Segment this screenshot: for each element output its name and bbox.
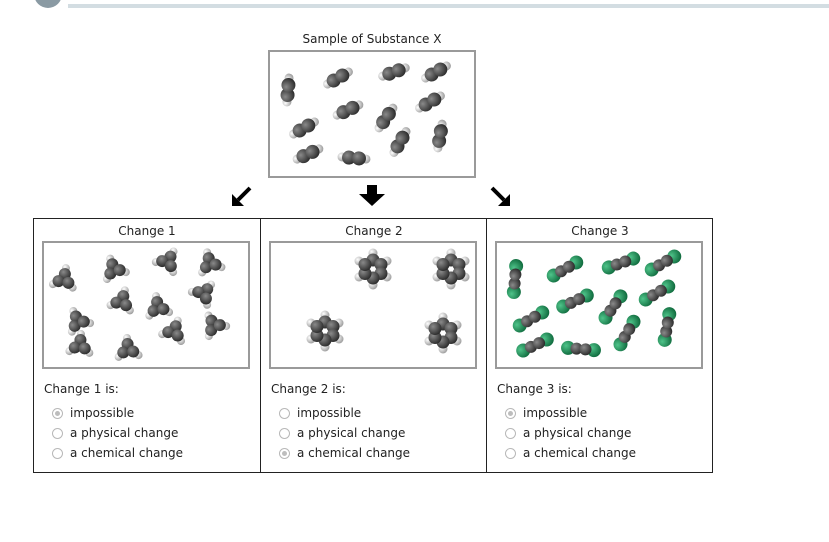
radio-icon[interactable] — [505, 447, 516, 459]
benzene-molecules — [306, 248, 470, 354]
sample-box — [268, 50, 476, 178]
sample-title: Sample of Substance X — [302, 32, 442, 46]
change-2-box — [269, 241, 477, 369]
change-1-box — [42, 241, 250, 369]
change-3-title: Change 3 — [571, 224, 629, 238]
change-3-option-physical[interactable]: a physical change — [505, 426, 631, 440]
radio-icon[interactable] — [279, 407, 290, 419]
change-2-title: Change 2 — [345, 224, 403, 238]
change-1-option-impossible[interactable]: impossible — [52, 406, 134, 420]
cyclic-trimer-molecules — [48, 247, 231, 361]
changes-panel: Change 1 — [33, 218, 713, 473]
change-2-question: Change 2 is: — [271, 382, 346, 396]
acetylene-molecules — [280, 61, 451, 166]
arrow-down-right-icon — [490, 186, 510, 206]
change-3-question: Change 3 is: — [497, 382, 572, 396]
change-1-panel: Change 1 — [34, 219, 260, 472]
arrow-down-left-icon — [232, 186, 252, 206]
arrow-down-icon — [359, 185, 385, 206]
dichloroacetylene-molecules — [506, 249, 682, 358]
change-1-option-physical[interactable]: a physical change — [52, 426, 178, 440]
change-2-option-impossible[interactable]: impossible — [279, 406, 361, 420]
change-1-option-chemical[interactable]: a chemical change — [52, 446, 183, 460]
progress-bar — [68, 4, 829, 8]
change-2-option-chemical[interactable]: a chemical change — [279, 446, 410, 460]
radio-icon[interactable] — [279, 427, 290, 439]
change-2-option-physical[interactable]: a physical change — [279, 426, 405, 440]
change-3-box — [495, 241, 703, 369]
change-3-option-chemical[interactable]: a chemical change — [505, 446, 636, 460]
radio-icon[interactable] — [279, 447, 290, 459]
change-2-panel: Change 2 Change 2 is: impossible a physi… — [260, 219, 487, 472]
change-3-option-impossible[interactable]: impossible — [505, 406, 587, 420]
radio-icon[interactable] — [52, 427, 63, 439]
change-1-question: Change 1 is: — [44, 382, 119, 396]
radio-icon[interactable] — [505, 427, 516, 439]
radio-icon[interactable] — [52, 407, 63, 419]
radio-icon[interactable] — [52, 447, 63, 459]
change-1-title: Change 1 — [118, 224, 176, 238]
radio-icon[interactable] — [505, 407, 516, 419]
change-3-panel: Change 3 — [486, 219, 713, 472]
step-circle — [34, 0, 62, 8]
